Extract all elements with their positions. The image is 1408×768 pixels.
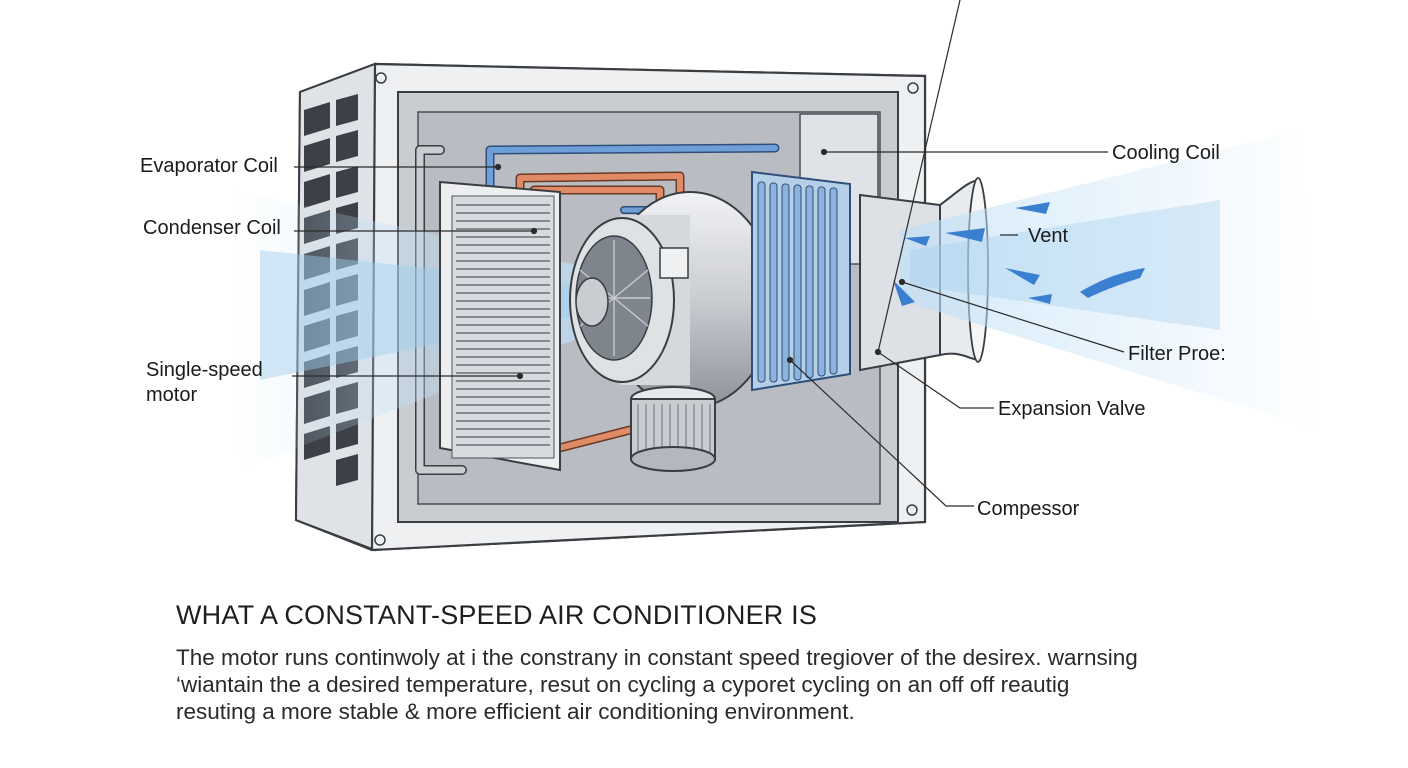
label-cooling-coil: Cooling Coil [1112,142,1220,164]
label-compressor: Compessor [977,498,1080,520]
label-filter: Filter Proe: [1128,343,1226,365]
label-single-speed-motor: Single-speed motor [146,359,263,406]
caption-title: WHAT A CONSTANT-SPEED AIR CONDITIONER IS [176,600,818,630]
right-airflow [893,130,1320,430]
caption-body: The motor runs continwoly at i the const… [176,644,1266,725]
condenser-coil-graphic [439,180,561,472]
caption-line: ‘wiantain the a desired temperature, res… [176,672,1070,697]
leader-lines [292,0,1125,507]
label-expansion-valve: Expansion Valve [998,398,1146,420]
motor-graphic [569,191,776,409]
label-vent: Vent [1028,225,1069,247]
air-conditioner-diagram [230,0,1320,552]
caption-line: resuting a more stable & more efficient … [176,699,855,724]
label-condenser-coil: Condenser Coil [143,217,281,239]
caption-line: The motor runs continwoly at i the const… [176,645,1138,670]
blue-coil-graphic [751,170,851,392]
filter-graphic [630,386,716,472]
label-evaporator-coil: Evaporator Coil [140,155,278,177]
